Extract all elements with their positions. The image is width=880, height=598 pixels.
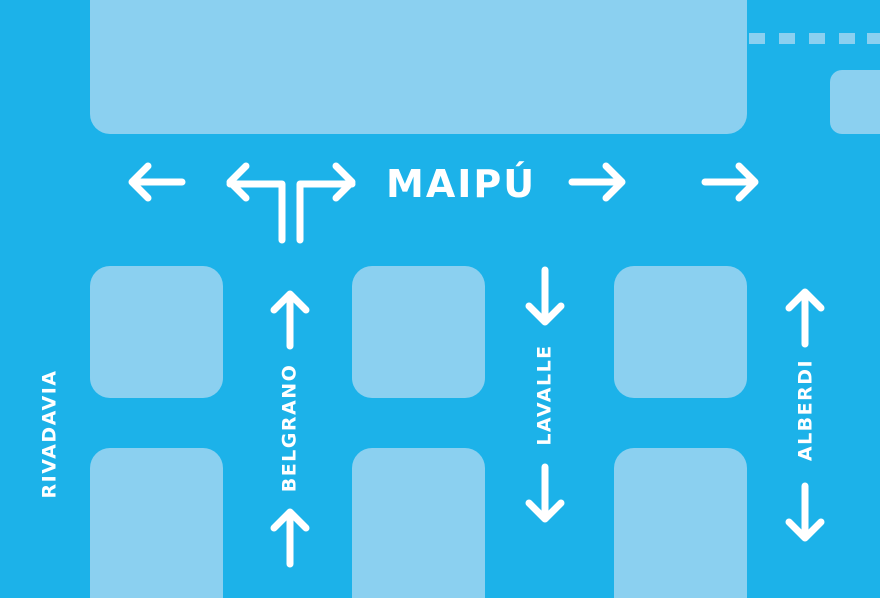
city-block-row2-col2	[352, 448, 485, 598]
street-label-lavalle: LAVALLE	[533, 344, 556, 446]
arrow-down-icon	[525, 266, 565, 326]
arrow-up-icon	[785, 288, 825, 348]
arrow-left-icon	[128, 162, 186, 202]
arrow-down-icon	[525, 463, 565, 523]
city-block-top-right-small	[830, 70, 880, 134]
city-block-row1-col3	[614, 266, 747, 398]
arrow-down-icon	[785, 482, 825, 542]
street-label-belgrano: BELGRANO	[278, 363, 301, 493]
city-block-row2-col1	[90, 448, 223, 598]
street-label-rivadavia: RIVADAVIA	[38, 369, 61, 499]
arrow-up-icon	[270, 290, 310, 350]
city-block-top-large	[90, 0, 747, 134]
turn-left-arrow-icon	[226, 158, 290, 244]
arrow-right-icon	[568, 162, 626, 202]
street-label-alberdi: ALBERDI	[794, 358, 817, 462]
street-label-maipu: MAIPÚ	[386, 162, 537, 206]
arrow-up-icon	[270, 508, 310, 568]
dashed-track	[749, 33, 880, 44]
city-block-row2-col3	[614, 448, 747, 598]
arrow-right-icon	[701, 162, 759, 202]
turn-right-arrow-icon	[292, 158, 356, 244]
city-block-row1-col2	[352, 266, 485, 398]
city-block-row1-col1	[90, 266, 223, 398]
